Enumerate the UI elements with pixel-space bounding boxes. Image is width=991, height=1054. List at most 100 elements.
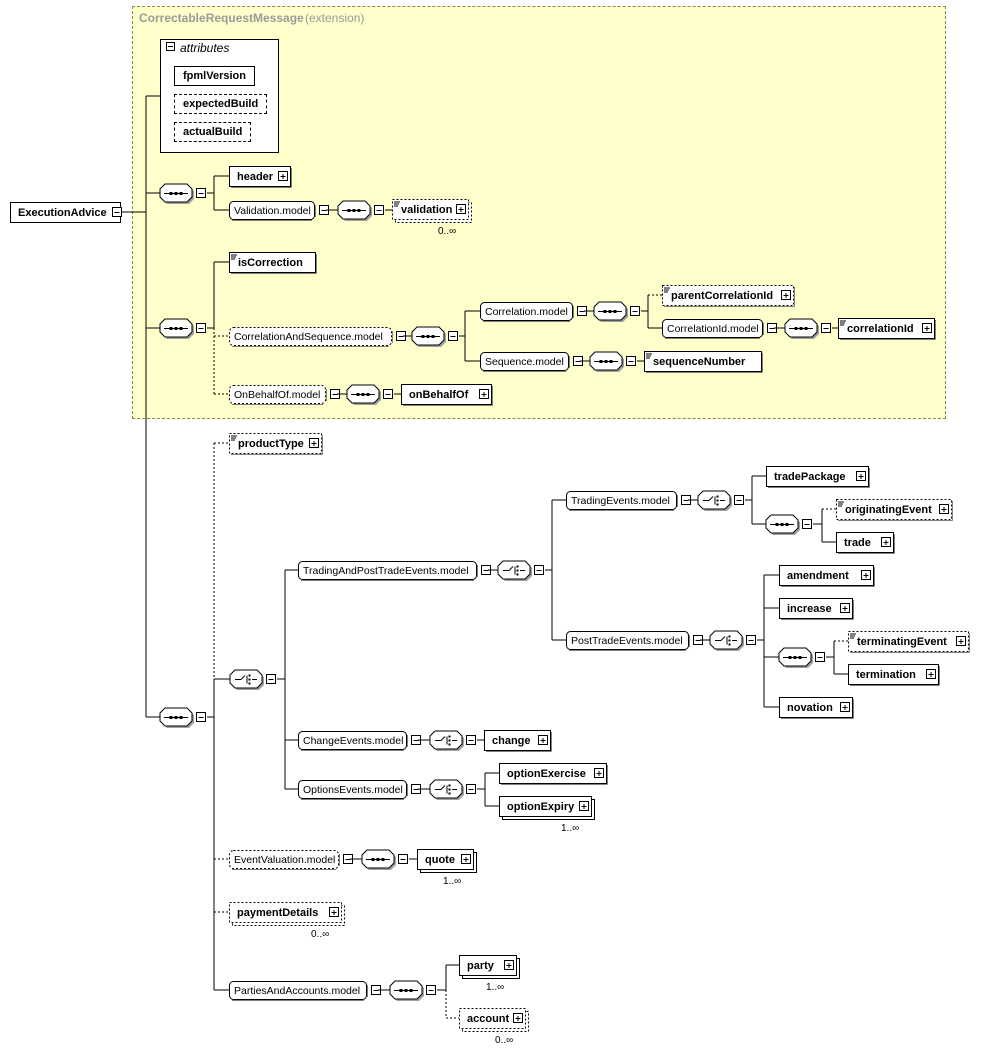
- collapse-icon[interactable]: [466, 735, 476, 745]
- collapse-icon[interactable]: [398, 854, 408, 864]
- collapse-toggle-icon[interactable]: [166, 42, 175, 51]
- collapse-icon[interactable]: [426, 985, 436, 995]
- collapse-icon[interactable]: [746, 635, 756, 645]
- choice-compositor[interactable]: [229, 669, 264, 690]
- element-isCorrection[interactable]: isCorrection: [229, 252, 317, 274]
- element-label: validation: [401, 204, 453, 216]
- collapse-icon[interactable]: [466, 784, 476, 794]
- collapse-icon[interactable]: [448, 331, 458, 341]
- element-termination[interactable]: termination: [848, 664, 940, 686]
- group-CorrelationAndSequence-model[interactable]: CorrelationAndSequence.model: [229, 327, 393, 347]
- choice-compositor[interactable]: [429, 730, 464, 751]
- sequence-compositor[interactable]: [159, 183, 194, 204]
- group-CorrelationId-model[interactable]: CorrelationId.model: [662, 319, 764, 339]
- sequence-compositor[interactable]: [346, 384, 381, 405]
- group-TradingEvents-model[interactable]: TradingEvents.model: [566, 491, 678, 511]
- collapse-icon[interactable]: [802, 519, 812, 529]
- collapse-icon[interactable]: [374, 205, 384, 215]
- expand-icon[interactable]: [278, 171, 288, 181]
- sequence-compositor[interactable]: [389, 980, 424, 1001]
- attribute-expectedBuild[interactable]: expectedBuild: [174, 94, 268, 114]
- element-validation[interactable]: validation: [392, 199, 472, 223]
- element-amendment[interactable]: amendment: [779, 565, 875, 587]
- element-change[interactable]: change: [484, 730, 552, 752]
- expand-icon[interactable]: [329, 907, 339, 917]
- expand-icon[interactable]: [881, 537, 891, 547]
- expand-icon[interactable]: [504, 960, 514, 970]
- choice-compositor[interactable]: [429, 779, 464, 800]
- sequence-compositor[interactable]: [589, 351, 624, 372]
- group-Sequence-model[interactable]: Sequence.model: [480, 352, 570, 372]
- element-increase[interactable]: increase: [779, 598, 854, 620]
- expand-icon[interactable]: [856, 471, 866, 481]
- element-account[interactable]: account: [459, 1008, 529, 1032]
- element-originatingEvent[interactable]: originatingEvent: [836, 499, 953, 521]
- collapse-icon[interactable]: [821, 323, 831, 333]
- sequence-compositor[interactable]: [159, 707, 194, 728]
- choice-compositor[interactable]: [697, 490, 732, 511]
- collapse-icon[interactable]: [630, 306, 640, 316]
- element-novation[interactable]: novation: [779, 697, 854, 719]
- group-TradingAndPostTradeEvents-model[interactable]: TradingAndPostTradeEvents.model: [298, 561, 478, 581]
- element-sequenceNumber[interactable]: sequenceNumber: [644, 351, 763, 373]
- group-Correlation-model[interactable]: Correlation.model: [480, 302, 574, 322]
- group-Validation-model[interactable]: Validation.model: [229, 201, 316, 221]
- expand-icon[interactable]: [461, 854, 471, 864]
- expand-icon[interactable]: [939, 504, 949, 514]
- group-PartiesAndAccounts-model[interactable]: PartiesAndAccounts.model: [229, 981, 368, 1001]
- group-ChangeEvents-model[interactable]: ChangeEvents.model: [298, 731, 408, 751]
- element-tradePackage[interactable]: tradePackage: [766, 466, 870, 488]
- group-PostTradeEvents-model[interactable]: PostTradeEvents.model: [566, 631, 690, 651]
- choice-compositor[interactable]: [709, 630, 744, 651]
- expand-icon[interactable]: [594, 768, 604, 778]
- expand-icon[interactable]: [861, 570, 871, 580]
- element-trade[interactable]: trade: [836, 532, 895, 554]
- expand-icon[interactable]: [781, 290, 791, 300]
- expand-icon[interactable]: [840, 603, 850, 613]
- sequence-compositor[interactable]: [337, 200, 372, 221]
- collapse-icon[interactable]: [815, 652, 825, 662]
- attribute-actualBuild[interactable]: actualBuild: [174, 122, 252, 142]
- collapse-icon[interactable]: [196, 712, 206, 722]
- attribute-fpmlVersion[interactable]: fpmlVersion: [174, 66, 255, 86]
- sequence-compositor[interactable]: [765, 514, 800, 535]
- expand-icon[interactable]: [956, 636, 966, 646]
- expand-icon[interactable]: [456, 204, 466, 214]
- sequence-compositor[interactable]: [159, 318, 194, 339]
- element-onBehalfOf[interactable]: onBehalfOf: [401, 384, 493, 406]
- expand-icon[interactable]: [579, 801, 589, 811]
- element-optionExercise[interactable]: optionExercise: [499, 763, 608, 785]
- sequence-compositor[interactable]: [411, 326, 446, 347]
- choice-compositor[interactable]: [497, 560, 532, 581]
- expand-icon[interactable]: [538, 735, 548, 745]
- element-correlationId[interactable]: correlationId: [838, 318, 936, 340]
- collapse-icon[interactable]: [626, 356, 636, 366]
- sequence-compositor[interactable]: [784, 318, 819, 339]
- expand-icon[interactable]: [926, 669, 936, 679]
- collapse-icon[interactable]: [734, 495, 744, 505]
- expand-icon[interactable]: [922, 323, 932, 333]
- collapse-icon[interactable]: [383, 389, 393, 399]
- element-productType[interactable]: productType: [229, 433, 323, 455]
- group-OnBehalfOf-model[interactable]: OnBehalfOf.model: [229, 385, 327, 405]
- collapse-icon[interactable]: [196, 323, 206, 333]
- element-terminatingEvent[interactable]: terminatingEvent: [848, 631, 970, 653]
- group-OptionsEvents-model[interactable]: OptionsEvents.model: [298, 780, 408, 800]
- element-parentCorrelationId[interactable]: parentCorrelationId: [662, 285, 795, 307]
- root-collapse-icon[interactable]: [112, 207, 122, 217]
- element-paymentDetails[interactable]: paymentDetails: [229, 902, 345, 926]
- collapse-icon[interactable]: [534, 565, 544, 575]
- sequence-compositor[interactable]: [361, 849, 396, 870]
- sequence-compositor[interactable]: [593, 301, 628, 322]
- expand-icon[interactable]: [513, 1013, 523, 1023]
- expand-icon[interactable]: [840, 702, 850, 712]
- element-optionExpiry[interactable]: optionExpiry: [499, 796, 595, 820]
- root-element-ExecutionAdvice[interactable]: ExecutionAdvice: [10, 202, 121, 223]
- element-header[interactable]: header: [229, 166, 292, 188]
- collapse-icon[interactable]: [266, 674, 276, 684]
- sequence-compositor[interactable]: [778, 647, 813, 668]
- group-EventValuation-model[interactable]: EventValuation.model: [229, 850, 340, 870]
- collapse-icon[interactable]: [196, 188, 206, 198]
- expand-icon[interactable]: [309, 438, 319, 448]
- expand-icon[interactable]: [479, 389, 489, 399]
